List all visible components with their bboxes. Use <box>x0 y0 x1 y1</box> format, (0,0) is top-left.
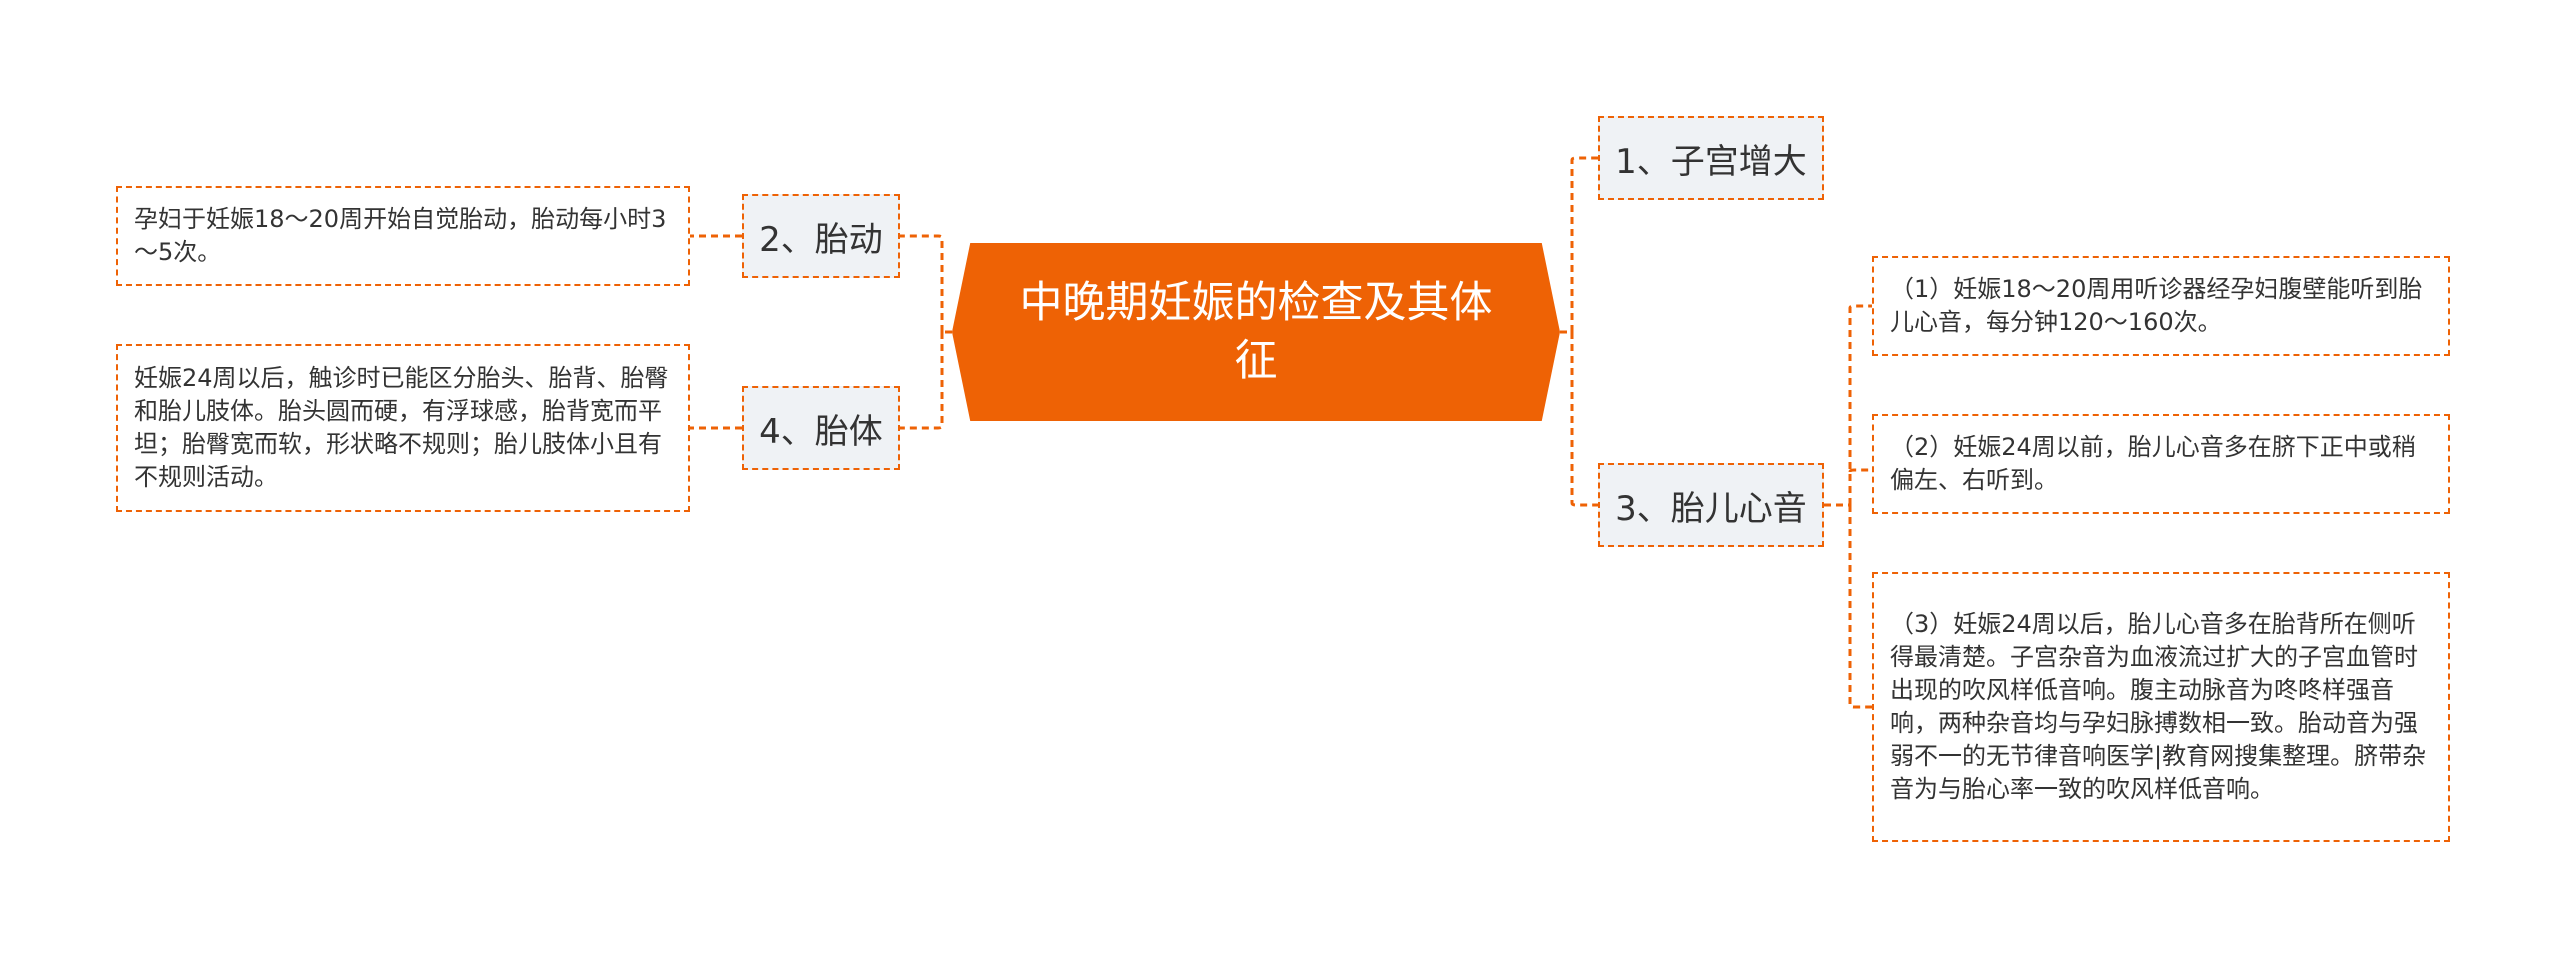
branch-fetal-movement-label: 2、胎动 <box>759 219 883 260</box>
leaf-heart-sound-detail-3[interactable]: （3）妊娠24周以后，胎儿心音多在胎背所在侧听得最清楚。子宫杂音为血液流过扩大的… <box>1872 572 2450 842</box>
leaf-heart-sound-text-1: （1）妊娠18～20周用听诊器经孕妇腹壁能听到胎儿心音，每分钟120～160次。 <box>1890 275 2423 336</box>
branch-heart-sound-label: 3、胎儿心音 <box>1615 488 1807 529</box>
branch-uterus[interactable]: 1、子宫增大 <box>1598 116 1824 200</box>
branch-uterus-label: 1、子宫增大 <box>1615 141 1807 182</box>
leaf-heart-sound-text-2: （2）妊娠24周以前，胎儿心音多在脐下正中或稍偏左、右听到。 <box>1890 433 2416 494</box>
branch-heart-sound[interactable]: 3、胎儿心音 <box>1598 463 1824 547</box>
branch-fetal-body-label: 4、胎体 <box>759 411 883 452</box>
central-topic[interactable]: 中晚期妊娠的检查及其体征 <box>952 243 1560 421</box>
connector-to-fetal-movement <box>900 234 944 332</box>
connector-to-fetal-body <box>900 332 944 430</box>
connector-heart-detail-1 <box>1848 304 1872 505</box>
connector-heart-detail-3 <box>1848 505 1872 709</box>
leaf-heart-sound-detail-2[interactable]: （2）妊娠24周以前，胎儿心音多在脐下正中或稍偏左、右听到。 <box>1872 414 2450 514</box>
connector-heart-detail-2 <box>1848 468 1872 473</box>
leaf-heart-sound-detail-1[interactable]: （1）妊娠18～20周用听诊器经孕妇腹壁能听到胎儿心音，每分钟120～160次。 <box>1872 256 2450 356</box>
central-topic-title: 中晚期妊娠的检查及其体征 <box>1019 278 1493 386</box>
leaf-fetal-body-detail[interactable]: 妊娠24周以后，触诊时已能区分胎头、胎背、胎臀和胎儿肢体。胎头圆而硬，有浮球感，… <box>116 344 690 512</box>
leaf-fetal-movement-text: 孕妇于妊娠18～20周开始自觉胎动，胎动每小时3～5次。 <box>134 205 667 266</box>
leaf-fetal-movement-detail[interactable]: 孕妇于妊娠18～20周开始自觉胎动，胎动每小时3～5次。 <box>116 186 690 286</box>
leaf-fetal-body-text: 妊娠24周以后，触诊时已能区分胎头、胎背、胎臀和胎儿肢体。胎头圆而硬，有浮球感，… <box>134 364 669 491</box>
connector-to-uterus <box>1570 156 1598 332</box>
branch-fetal-movement[interactable]: 2、胎动 <box>742 194 900 278</box>
connector-to-heart-sound <box>1570 332 1598 507</box>
branch-fetal-body[interactable]: 4、胎体 <box>742 386 900 470</box>
leaf-heart-sound-text-3: （3）妊娠24周以后，胎儿心音多在胎背所在侧听得最清楚。子宫杂音为血液流过扩大的… <box>1890 610 2427 803</box>
